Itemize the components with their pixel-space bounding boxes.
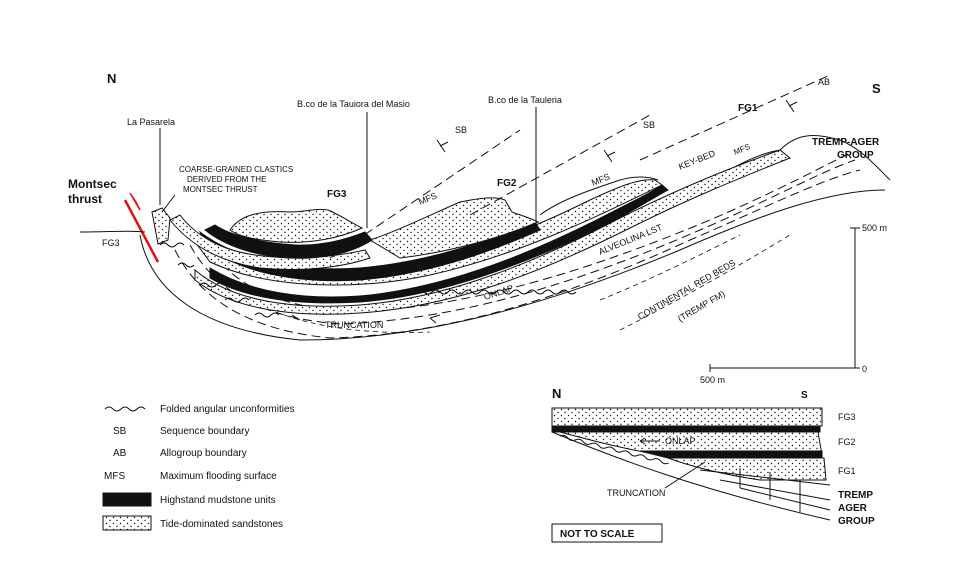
tremp-ager-label-2: GROUP xyxy=(837,150,874,161)
inset-south-label: S xyxy=(801,390,808,401)
legend-text-sb: Sequence boundary xyxy=(160,426,250,437)
montsec-label-1: Montsec xyxy=(68,177,117,191)
thrust-arrow-icon xyxy=(130,193,140,210)
legend-dotted-box xyxy=(103,516,151,530)
scale-0: 0 xyxy=(862,364,867,374)
fg2-label: FG2 xyxy=(497,178,517,189)
legend-text-mudstone: Highstand mudstone units xyxy=(160,495,276,506)
legend-black-box xyxy=(103,493,151,506)
inset-fg3-mudstone xyxy=(552,426,820,432)
inset-truncation-label: TRUNCATION xyxy=(607,488,665,498)
clastics-label-2: DERIVED FROM THE xyxy=(187,175,266,184)
inset-tremp-label: TREMP xyxy=(838,490,873,501)
legend-text-ab: Allogroup boundary xyxy=(160,448,247,459)
inset-fg1-label: FG1 xyxy=(838,466,856,476)
tremp-ager-label-1: TREMP-AGER xyxy=(812,137,880,148)
inset-fg3-sandstone xyxy=(552,408,822,426)
north-label: N xyxy=(107,71,116,86)
inset-truncation-pointer xyxy=(665,462,705,488)
montsec-label-2: thrust xyxy=(68,192,102,206)
scale-500-vertical: 500 m xyxy=(862,223,887,233)
legend-wavy-symbol xyxy=(105,407,145,411)
inset-onlap-label: ONLAP xyxy=(665,436,696,446)
inset-fg2-mudstone xyxy=(640,451,822,458)
mfs-label-1: MFS xyxy=(417,190,438,206)
sb-marker-2 xyxy=(604,150,615,162)
inset-ager-label: AGER xyxy=(838,503,868,514)
ab-marker xyxy=(786,100,797,112)
inset-fg3-label: FG3 xyxy=(838,412,856,422)
fg1-label: FG1 xyxy=(738,103,758,114)
south-label: S xyxy=(872,81,881,96)
bco-tauiora-label: B.co de la Tauiora del Masio xyxy=(297,99,410,109)
legend: Folded angular unconformities SB Sequenc… xyxy=(103,404,295,530)
not-to-scale-label: NOT TO SCALE xyxy=(560,529,635,540)
inset-diagram: N S FG3 FG2 FG1 ONLAP TRUNCATION TREMP A… xyxy=(552,386,875,542)
scale-500-horizontal: 500 m xyxy=(700,375,725,385)
legend-text-sandstone: Tide-dominated sandstones xyxy=(160,519,283,530)
fg3-label: FG3 xyxy=(327,189,347,200)
sb-marker-1 xyxy=(437,140,448,152)
clastics-pointer xyxy=(162,195,175,212)
inset-fg1-sandstone xyxy=(668,458,826,480)
inset-group-label: GROUP xyxy=(838,516,875,527)
legend-key-sb: SB xyxy=(113,426,127,437)
bco-tauleria-label: B.co de la Tauleria xyxy=(488,95,562,105)
truncation-label: TRUNCATION xyxy=(325,320,383,330)
scale-bar: 500 m 0 500 m xyxy=(700,223,887,385)
coarse-clastics-wedge xyxy=(152,208,170,244)
sb-label-2: SB xyxy=(643,120,655,130)
fg3-left-surface xyxy=(80,231,145,232)
inset-fg2-label: FG2 xyxy=(838,437,856,447)
legend-key-ab: AB xyxy=(113,448,127,459)
onlap-arrow-icon xyxy=(430,315,440,323)
key-bed-label: KEY-BED xyxy=(677,148,717,172)
legend-key-mfs: MFS xyxy=(104,471,125,482)
fg3-outcrop xyxy=(230,209,362,242)
mfs-label-2: MFS xyxy=(590,171,611,187)
sb-label-1: SB xyxy=(455,125,467,135)
mfs-label-3: MFS xyxy=(732,142,751,157)
fg3-left-label: FG3 xyxy=(102,238,120,248)
clastics-label-1: COARSE-GRAINED CLASTICS xyxy=(179,165,293,174)
legend-text-unconformity: Folded angular unconformities xyxy=(160,404,295,415)
ab-label: AB xyxy=(818,77,830,87)
inset-north-label: N xyxy=(552,386,561,401)
legend-text-mfs: Maximum flooding surface xyxy=(160,471,277,482)
clastics-label-3: MONTSEC THRUST xyxy=(183,185,258,194)
la-pasarela-label: La Pasarela xyxy=(127,117,175,127)
